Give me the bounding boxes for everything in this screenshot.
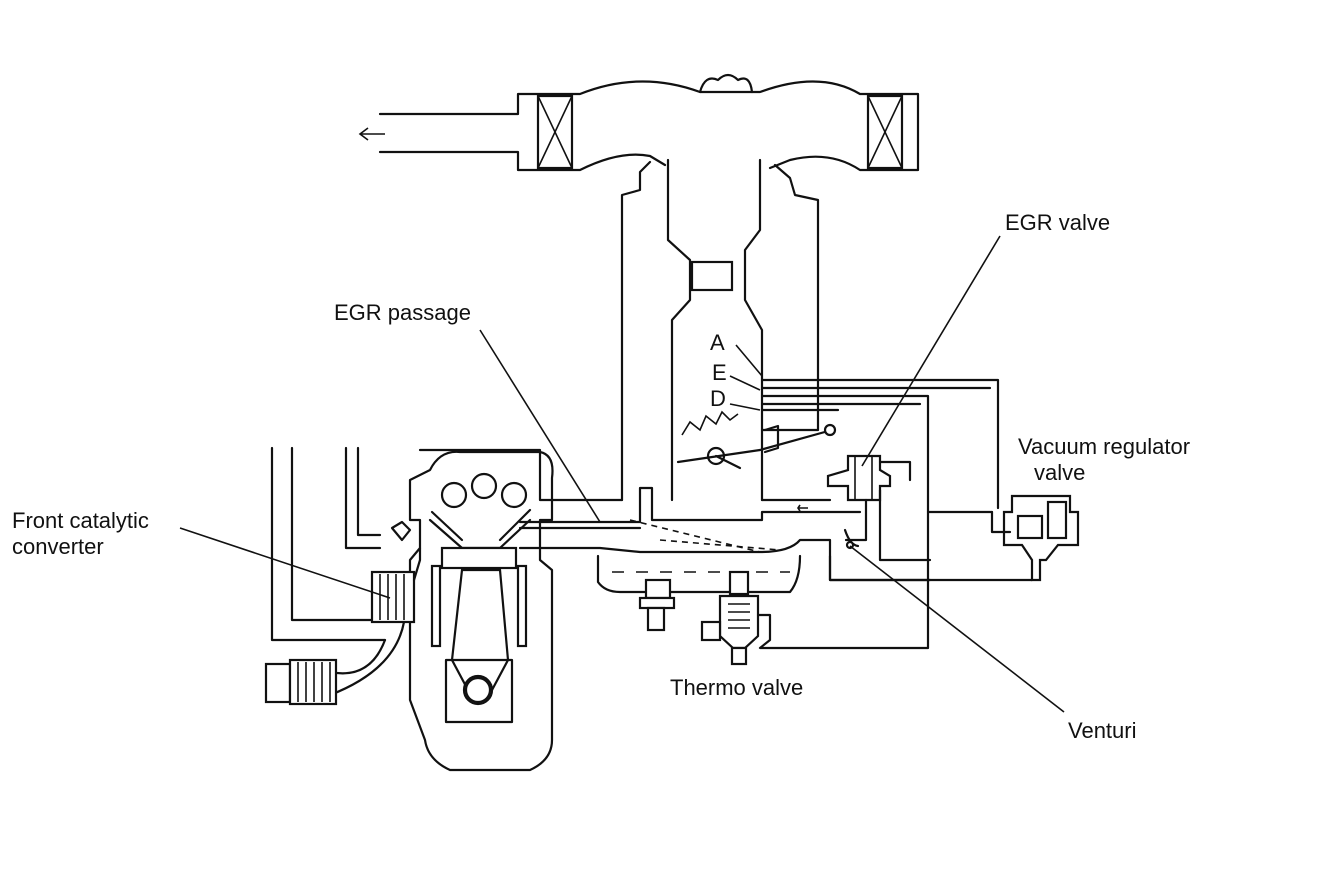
- vacuum-port-lines: [729, 344, 1000, 514]
- leader-lines: [179, 235, 1065, 713]
- label-port-a: A: [710, 330, 725, 355]
- exhaust-system: [264, 446, 422, 706]
- intake-manifold: [518, 486, 932, 582]
- label-front-catalytic-line2: converter: [12, 534, 104, 559]
- throttle-linkage: [676, 410, 837, 470]
- label-venturi: Venturi: [1068, 718, 1137, 743]
- vacuum-regulator-valve: [828, 494, 1080, 582]
- engine-cylinder: [390, 450, 554, 772]
- label-port-d: D: [710, 386, 726, 411]
- label-egr-valve: EGR valve: [1005, 210, 1110, 235]
- label-front-catalytic-line1: Front catalytic: [12, 508, 149, 533]
- egr-valve: [826, 454, 932, 562]
- carburetor-body: [418, 158, 820, 502]
- thermo-valve: [700, 510, 930, 666]
- air-cleaner-housing: [358, 73, 920, 172]
- label-vacuum-regulator-line2: valve: [1034, 460, 1085, 485]
- label-vacuum-regulator-line1: Vacuum regulator: [1018, 434, 1190, 459]
- float-bowl: [596, 554, 802, 632]
- label-thermo-valve: Thermo valve: [670, 675, 803, 700]
- label-port-e: E: [712, 360, 727, 385]
- label-egr-passage: EGR passage: [334, 300, 471, 325]
